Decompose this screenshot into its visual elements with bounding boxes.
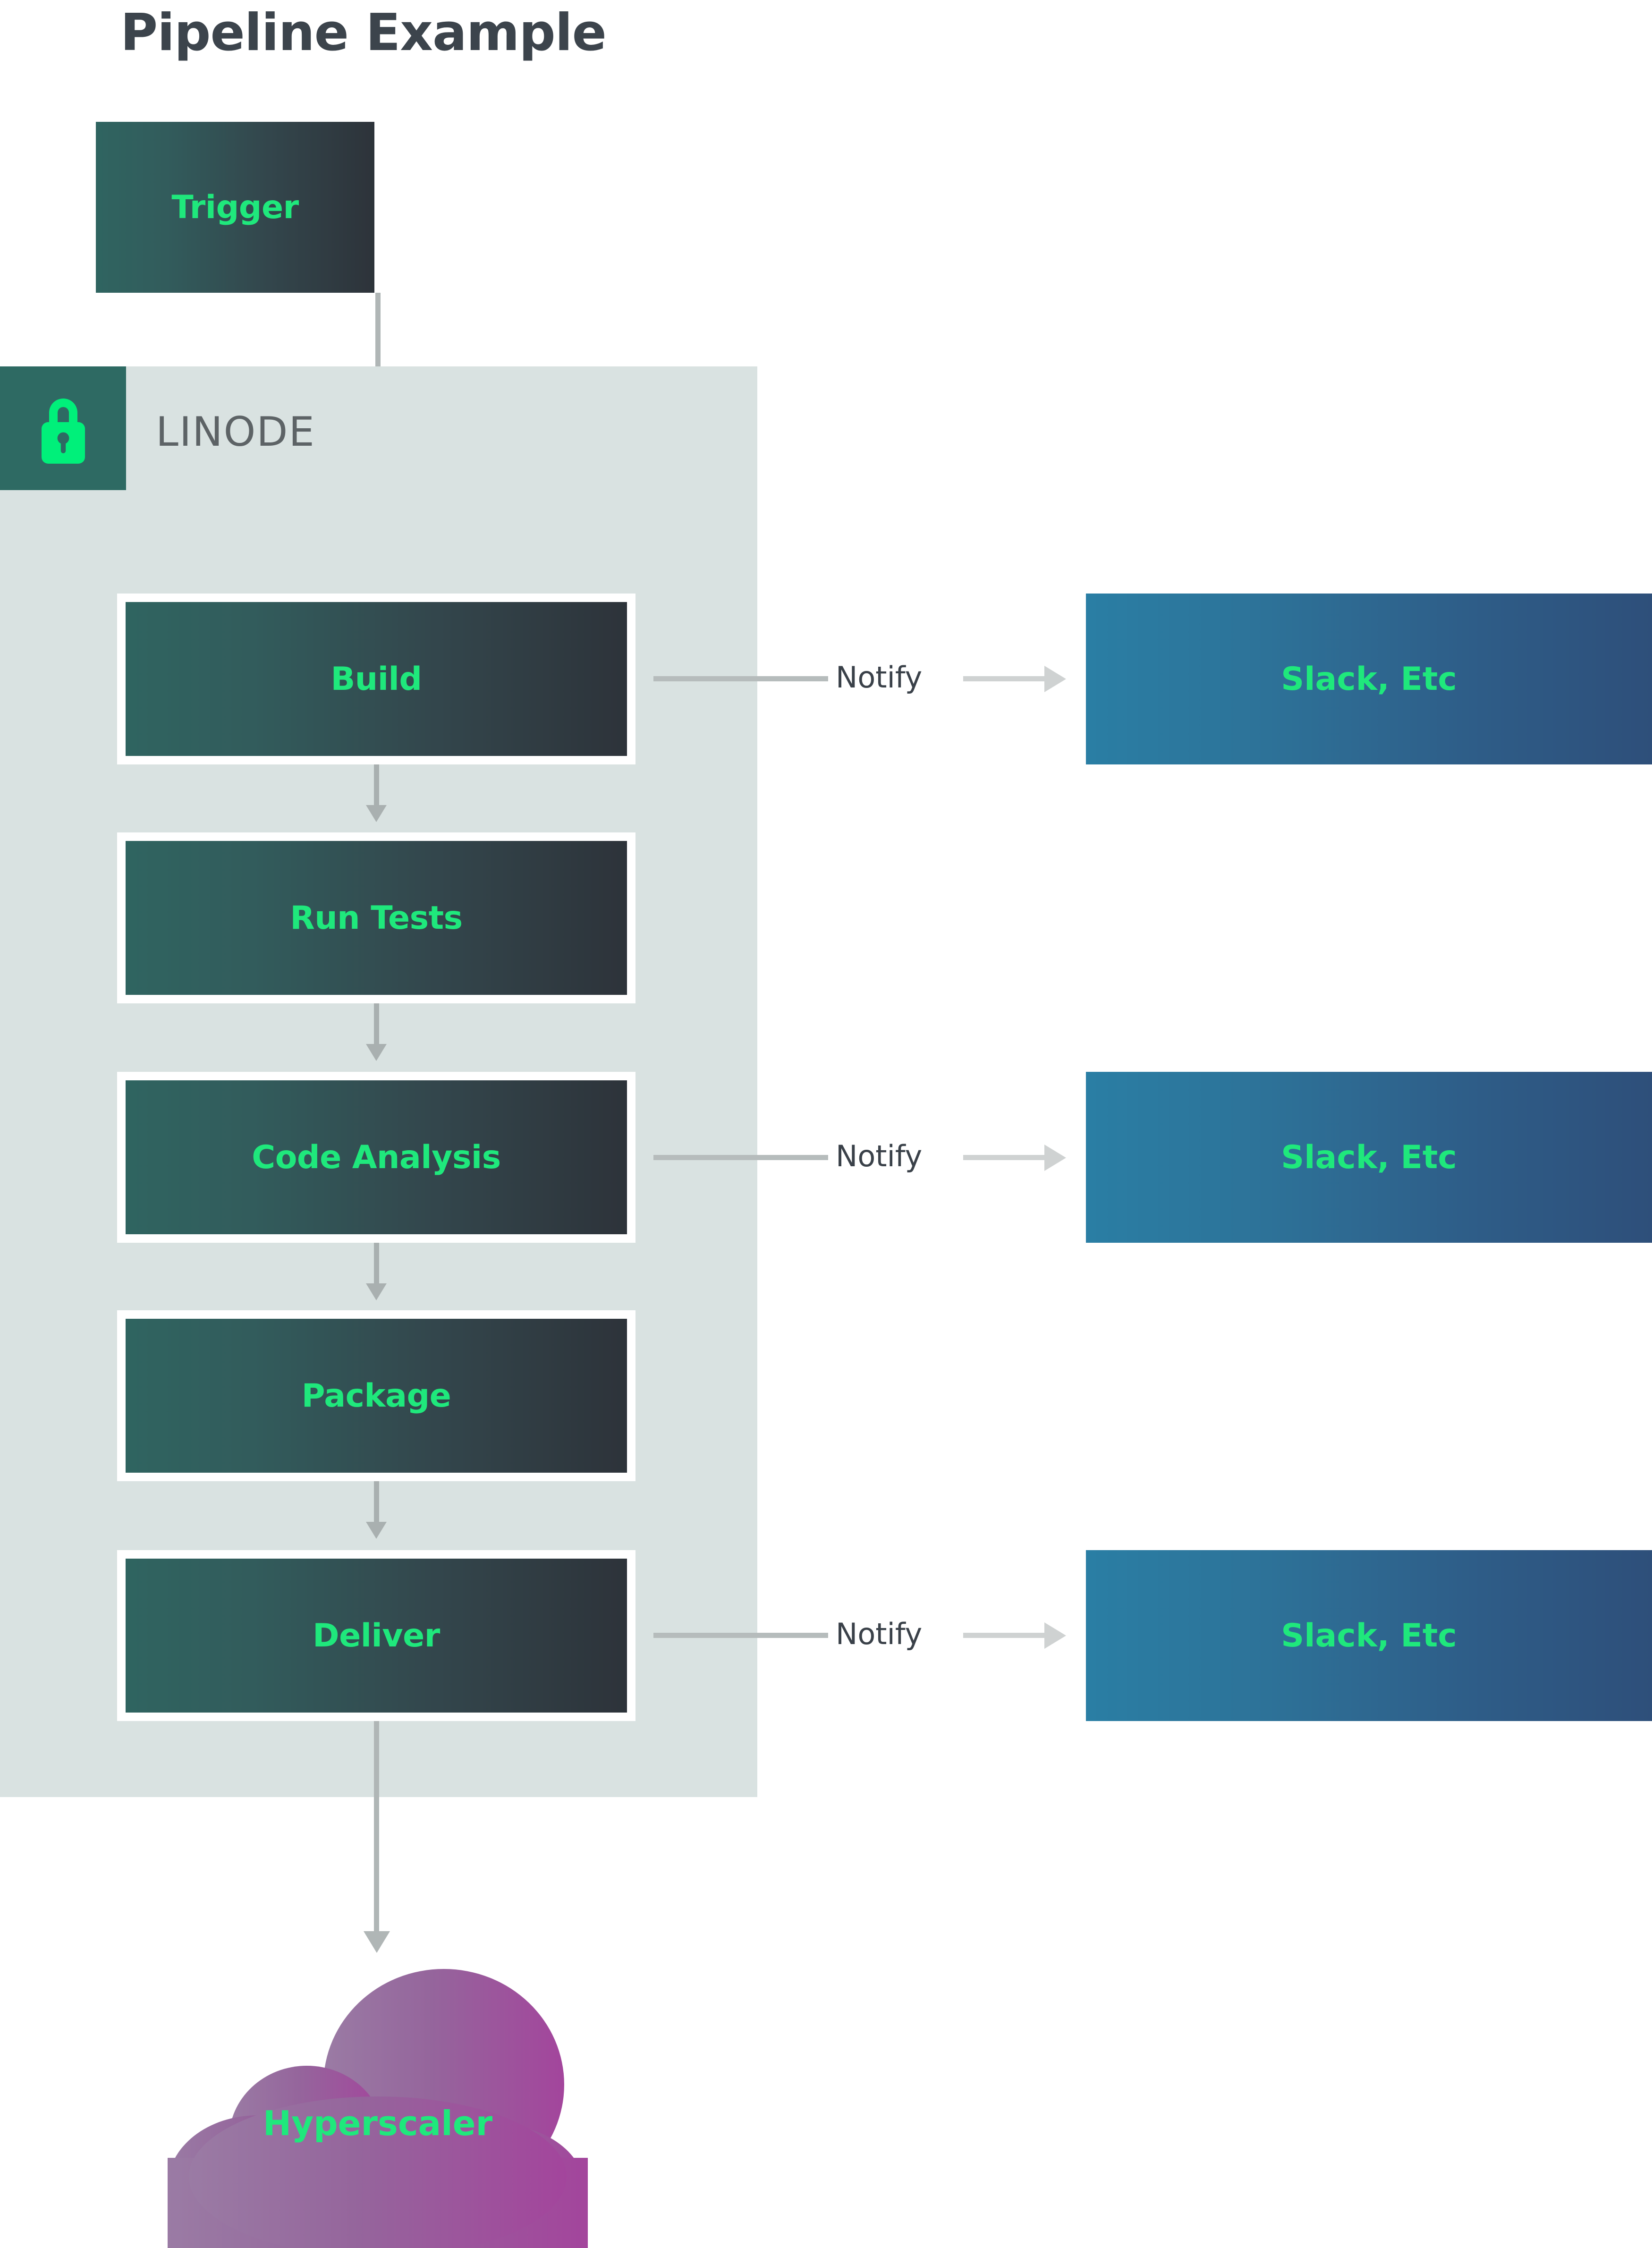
node-build[interactable]: Build [117, 594, 635, 764]
connector-package-to-deliver-arrowhead [366, 1522, 387, 1539]
node-deliver[interactable]: Deliver [117, 1550, 635, 1721]
notify-arrowhead-3 [1044, 1622, 1066, 1649]
connector-runtests-to-codeanalysis-arrowhead [366, 1044, 387, 1061]
page-title: Pipeline Example [120, 3, 607, 62]
node-code-analysis-label: Code Analysis [252, 1138, 501, 1176]
connector-build-to-runtests [374, 764, 379, 808]
node-slack-3[interactable]: Slack, Etc [1086, 1550, 1652, 1721]
lock-icon [30, 388, 96, 468]
node-slack-1[interactable]: Slack, Etc [1086, 594, 1652, 764]
connector-package-to-deliver [374, 1481, 379, 1525]
notify-arrowhead-1 [1044, 666, 1066, 692]
notify-line-left-2 [653, 1155, 828, 1160]
zone-label: LINODE [156, 408, 315, 456]
node-slack-3-label: Slack, Etc [1281, 1617, 1457, 1654]
notify-line-right-3 [963, 1633, 1046, 1638]
node-run-tests[interactable]: Run Tests [117, 832, 635, 1003]
node-hyperscaler[interactable] [142, 1955, 614, 2248]
connector-codeanalysis-to-package-arrowhead [366, 1283, 387, 1300]
connector-deliver-to-cloud [374, 1721, 379, 1934]
node-package[interactable]: Package [117, 1310, 635, 1481]
node-slack-1-label: Slack, Etc [1281, 660, 1457, 698]
connector-runtests-to-codeanalysis [374, 1003, 379, 1047]
node-trigger-label: Trigger [171, 188, 299, 226]
node-code-analysis[interactable]: Code Analysis [117, 1072, 635, 1243]
node-run-tests-label: Run Tests [290, 899, 463, 937]
node-deliver-label: Deliver [313, 1617, 440, 1654]
node-slack-2-label: Slack, Etc [1281, 1138, 1457, 1176]
notify-label-3: Notify [836, 1617, 923, 1651]
notify-line-left-1 [653, 676, 828, 681]
notify-label-1: Notify [836, 660, 923, 695]
node-package-label: Package [301, 1377, 451, 1415]
zone-badge [0, 366, 126, 490]
notify-line-right-2 [963, 1155, 1046, 1160]
notify-arrowhead-2 [1044, 1145, 1066, 1171]
node-build-label: Build [330, 660, 422, 698]
node-slack-2[interactable]: Slack, Etc [1086, 1072, 1652, 1243]
notify-label-2: Notify [836, 1139, 923, 1173]
notify-line-right-1 [963, 676, 1046, 681]
connector-build-to-runtests-arrowhead [366, 805, 387, 822]
connector-deliver-to-cloud-arrowhead [364, 1931, 390, 1953]
connector-codeanalysis-to-package [374, 1243, 379, 1286]
node-trigger[interactable]: Trigger [96, 122, 374, 293]
notify-line-left-3 [653, 1633, 828, 1638]
cloud-shape [168, 1969, 588, 2248]
